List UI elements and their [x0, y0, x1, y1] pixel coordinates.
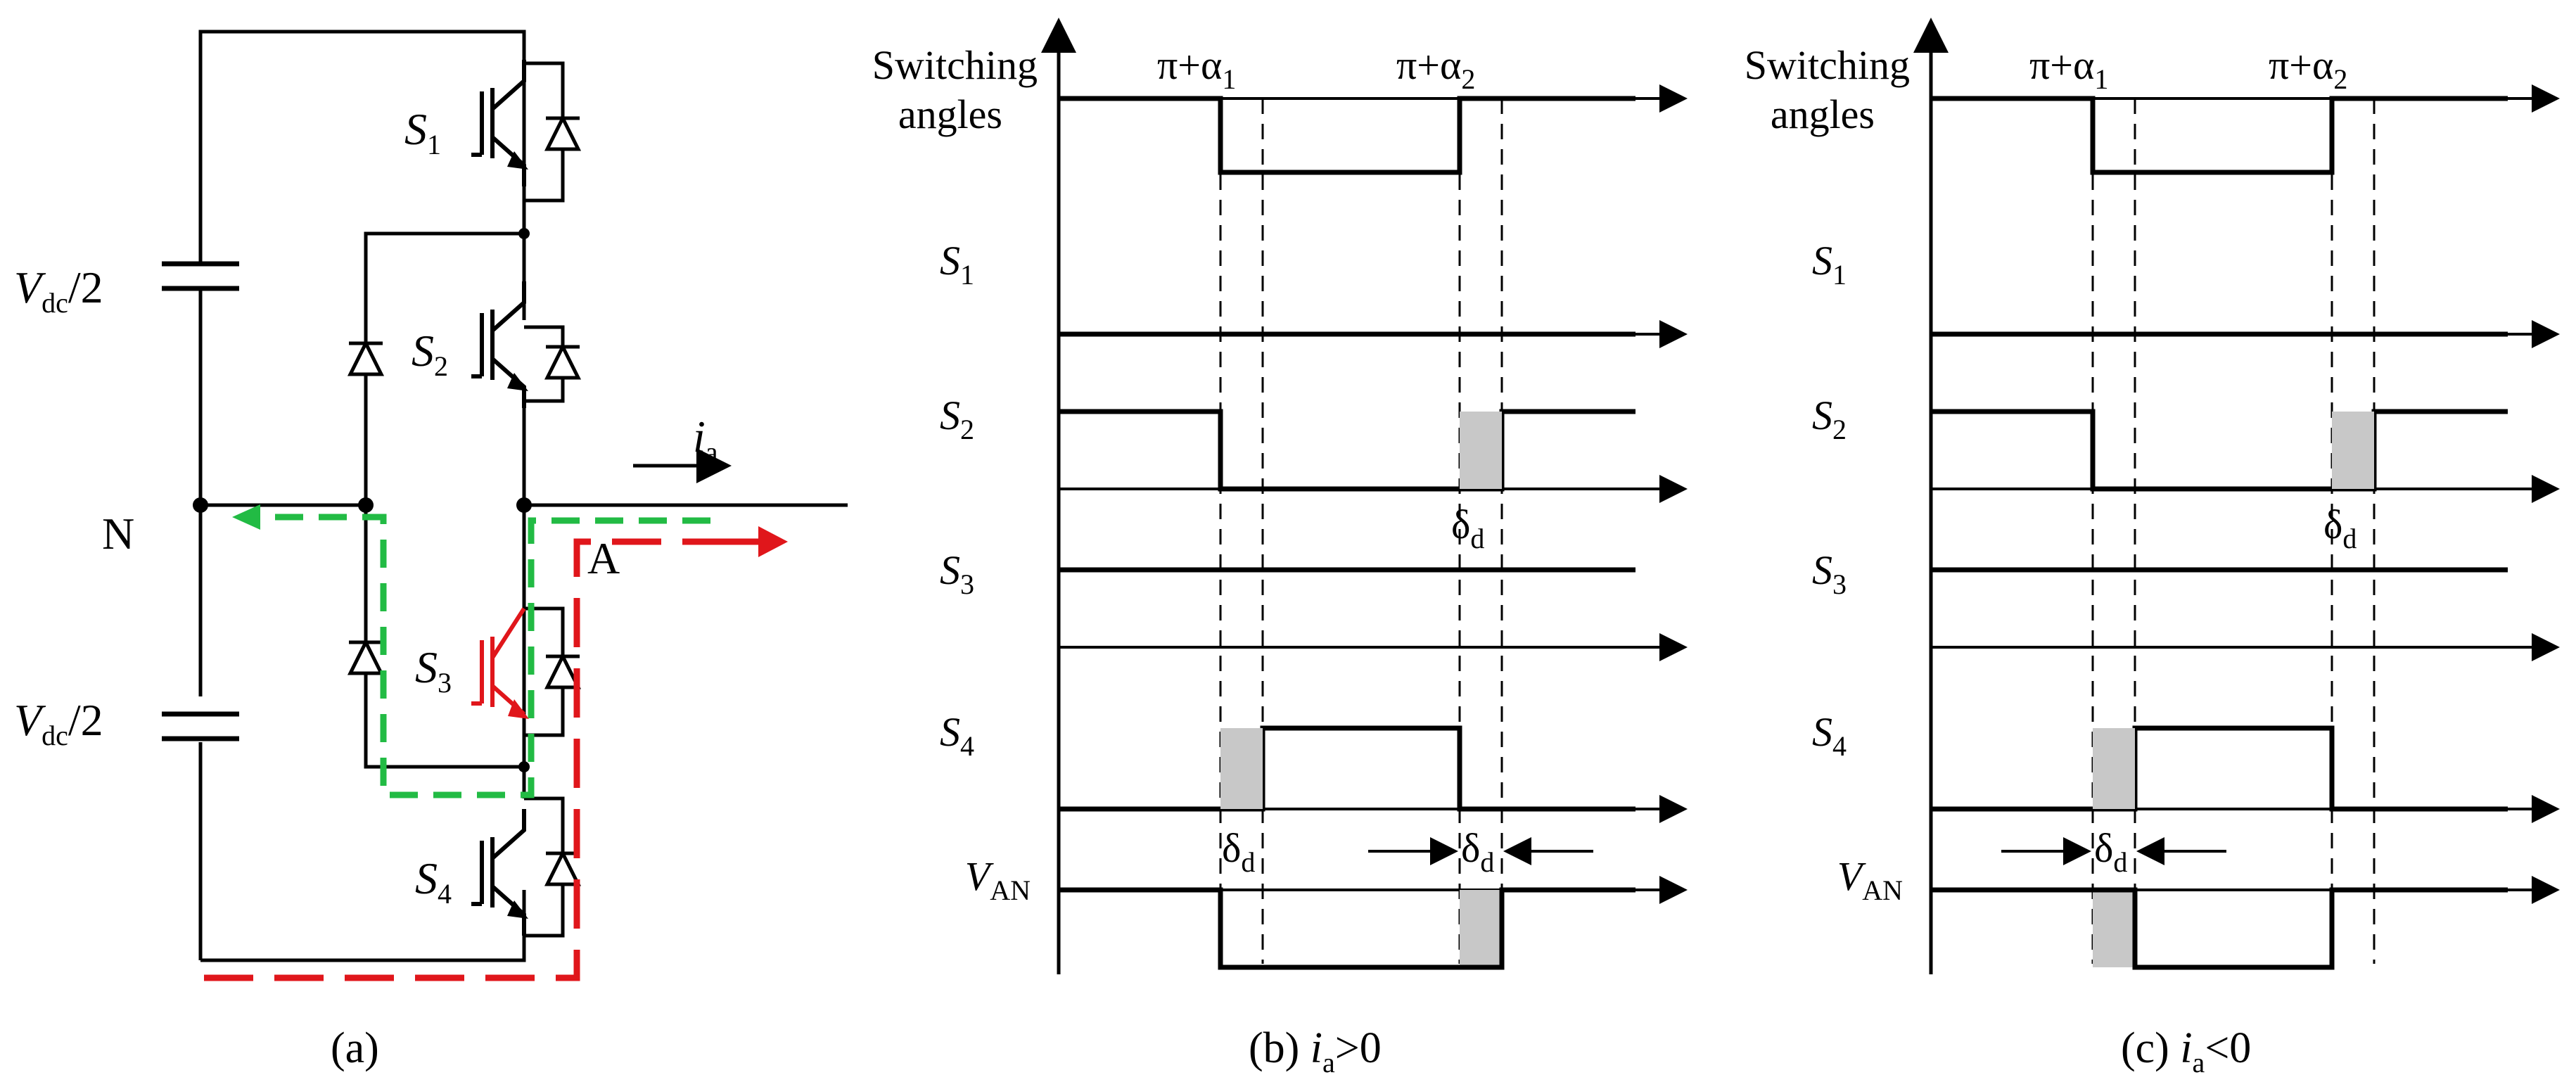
current-ia-label: ia [693, 412, 718, 468]
s3-label: S3 [415, 642, 452, 699]
caption-panel_b: (b) ia>0 [1249, 1024, 1382, 1078]
switch-s2-igbt [471, 281, 528, 408]
clamp-diode-upper [349, 343, 383, 374]
node-a-label: A [587, 533, 620, 583]
deadtime-shade-van [2093, 890, 2135, 967]
capacitor-top [162, 261, 239, 291]
capacitor-bottom [162, 711, 239, 741]
label-switching: Switching [872, 42, 1038, 88]
label-s2: S2 [940, 393, 974, 445]
circuit-diagram: Vdc/2 Vdc/2 N A ia S1 S2 S3 S4 (a) [14, 30, 848, 1072]
deadtime-shade-s2 [2332, 412, 2374, 489]
diode-s2 [546, 347, 580, 378]
delta-label-s4: δd [1222, 825, 1255, 878]
s1-label: S1 [404, 104, 441, 160]
waveform-van [1931, 887, 2508, 970]
label-van: VAN [965, 853, 1031, 906]
angle-label-2: π+α2 [2269, 42, 2347, 95]
node-n-label: N [102, 509, 134, 559]
red-current-path [204, 526, 788, 981]
deadtime-shade-s4 [2093, 728, 2135, 809]
label-angles: angles [898, 91, 1002, 137]
delta-label-van: δd [2094, 825, 2127, 878]
label-s4: S4 [1812, 709, 1847, 762]
waveform-van [1059, 887, 1635, 970]
green-current-path [232, 504, 710, 798]
switch-s3-igbt [471, 607, 529, 719]
caption-a: (a) [331, 1024, 379, 1072]
delta-label-van: δd [1461, 825, 1494, 878]
angle-label-2: π+α2 [1396, 42, 1475, 95]
angle-label-1: π+α1 [2029, 42, 2108, 95]
waveform-s4 [1931, 725, 2508, 812]
deadtime-shade-van [1460, 890, 1502, 967]
label-s3: S3 [1812, 547, 1847, 600]
waveform-switching-angles [1059, 96, 1635, 175]
deadtime-shade-s2 [1460, 412, 1502, 489]
label-s4: S4 [940, 709, 974, 762]
label-s1: S1 [940, 238, 974, 291]
switch-s1-igbt [471, 60, 528, 186]
waveform-s2 [1059, 409, 1635, 492]
s4-label: S4 [415, 853, 452, 910]
label-angles: angles [1771, 91, 1875, 137]
deadtime-shade-s4 [1220, 728, 1263, 809]
vdc-top-label: Vdc/2 [14, 262, 103, 319]
label-van: VAN [1837, 853, 1903, 906]
clamp-diode-lower [349, 642, 383, 673]
delta-label-s2: δd [2323, 502, 2357, 554]
label-s2: S2 [1812, 393, 1847, 445]
switch-s4-igbt [471, 809, 528, 936]
waveform-s4 [1059, 725, 1635, 812]
waveform-switching-angles [1931, 96, 2508, 175]
delta-label-s2: δd [1451, 502, 1484, 554]
label-switching: Switching [1745, 42, 1910, 88]
caption-panel_c: (c) ia<0 [2121, 1024, 2251, 1078]
label-s1: S1 [1812, 238, 1847, 291]
diode-s1 [546, 118, 580, 149]
waveform-s2 [1931, 409, 2508, 492]
vdc-bottom-label: Vdc/2 [14, 695, 103, 751]
label-s3: S3 [940, 547, 974, 600]
node-n-dot [193, 497, 208, 513]
s2-label: S2 [412, 326, 448, 382]
angle-label-1: π+α1 [1157, 42, 1236, 95]
